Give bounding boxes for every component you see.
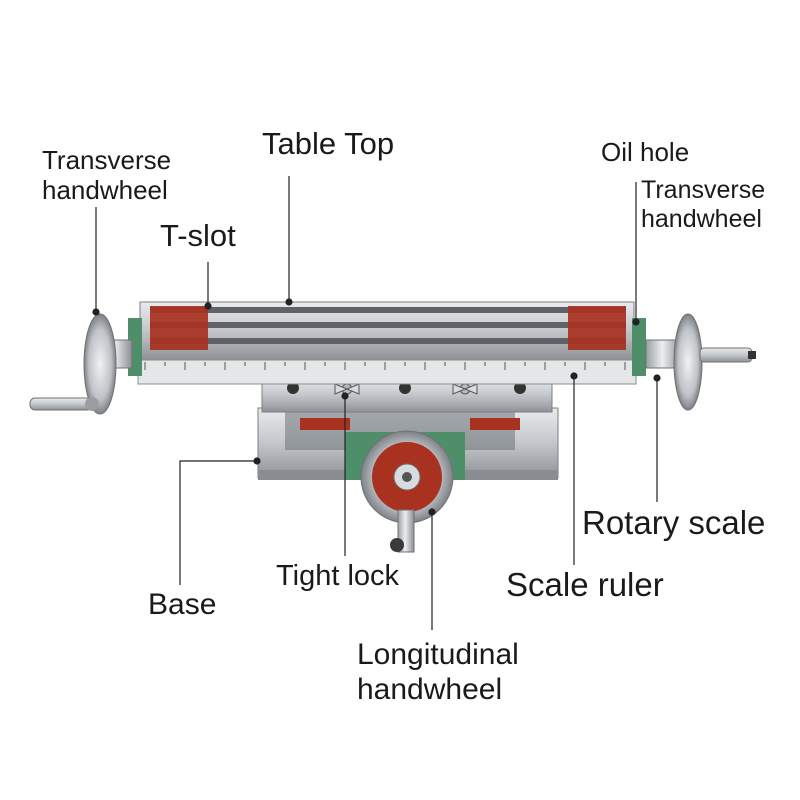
transverse-handwheel-left xyxy=(29,313,133,415)
label-longitudinal-handwheel: Longitudinal handwheel xyxy=(357,638,519,706)
longitudinal-handwheel xyxy=(360,430,454,553)
label-rotary-scale: Rotary scale xyxy=(582,504,766,541)
label-table-top: Table Top xyxy=(262,126,395,161)
label-t-slot: T-slot xyxy=(160,218,236,253)
label-oil-hole: Oil hole xyxy=(601,137,690,167)
tight-lock-wing-nut xyxy=(334,383,360,395)
label-transverse-handwheel-left: Transverse handwheel xyxy=(42,145,172,205)
label-transverse-handwheel-right: Transverse handwheel xyxy=(641,176,766,233)
label-tight-lock: Tight lock xyxy=(276,560,400,592)
label-scale-ruler: Scale ruler xyxy=(506,566,664,603)
scale-ruler xyxy=(137,359,637,385)
gib-right xyxy=(632,318,646,376)
leader-lines xyxy=(92,176,661,630)
tight-lock-wing-nut-2 xyxy=(452,383,478,395)
label-base: Base xyxy=(148,588,217,621)
transverse-handwheel-right xyxy=(645,313,756,411)
table-top xyxy=(139,301,635,361)
